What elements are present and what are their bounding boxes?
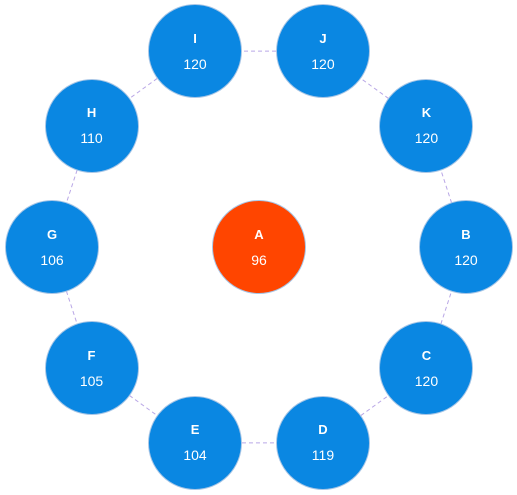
node-value: 120 <box>454 251 478 268</box>
node-label: I <box>193 30 197 46</box>
node-a[interactable]: A 96 <box>212 200 306 294</box>
node-label: J <box>319 30 327 46</box>
node-i[interactable]: I 120 <box>148 4 243 99</box>
node-value: 106 <box>40 251 64 268</box>
node-label: F <box>87 347 96 363</box>
node-value: 110 <box>80 130 103 147</box>
node-d[interactable]: D 119 <box>275 395 370 490</box>
node-c[interactable]: C 120 <box>379 321 474 416</box>
node-f[interactable]: F 105 <box>44 321 139 416</box>
node-j[interactable]: J 120 <box>275 4 370 99</box>
node-label: E <box>190 422 200 438</box>
node-value: 120 <box>183 55 207 72</box>
node-k[interactable]: K 120 <box>379 78 474 173</box>
node-label: D <box>318 422 328 438</box>
node-value: 120 <box>311 55 335 72</box>
node-value: 119 <box>311 447 335 464</box>
node-g[interactable]: G 106 <box>5 200 99 294</box>
node-h[interactable]: H 110 <box>44 78 139 173</box>
node-label: C <box>421 347 432 363</box>
node-value: 105 <box>79 372 104 389</box>
node-label: B <box>461 226 471 242</box>
node-b[interactable]: B 120 <box>419 200 513 294</box>
node-label: A <box>254 226 264 242</box>
node-label: H <box>86 105 97 121</box>
node-label: G <box>46 226 58 242</box>
node-e[interactable]: E 104 <box>148 395 243 490</box>
node-label: K <box>421 105 432 121</box>
node-value: 96 <box>251 251 267 268</box>
node-value: 120 <box>414 130 439 147</box>
node-value: 120 <box>414 372 439 389</box>
node-value: 104 <box>183 447 207 464</box>
